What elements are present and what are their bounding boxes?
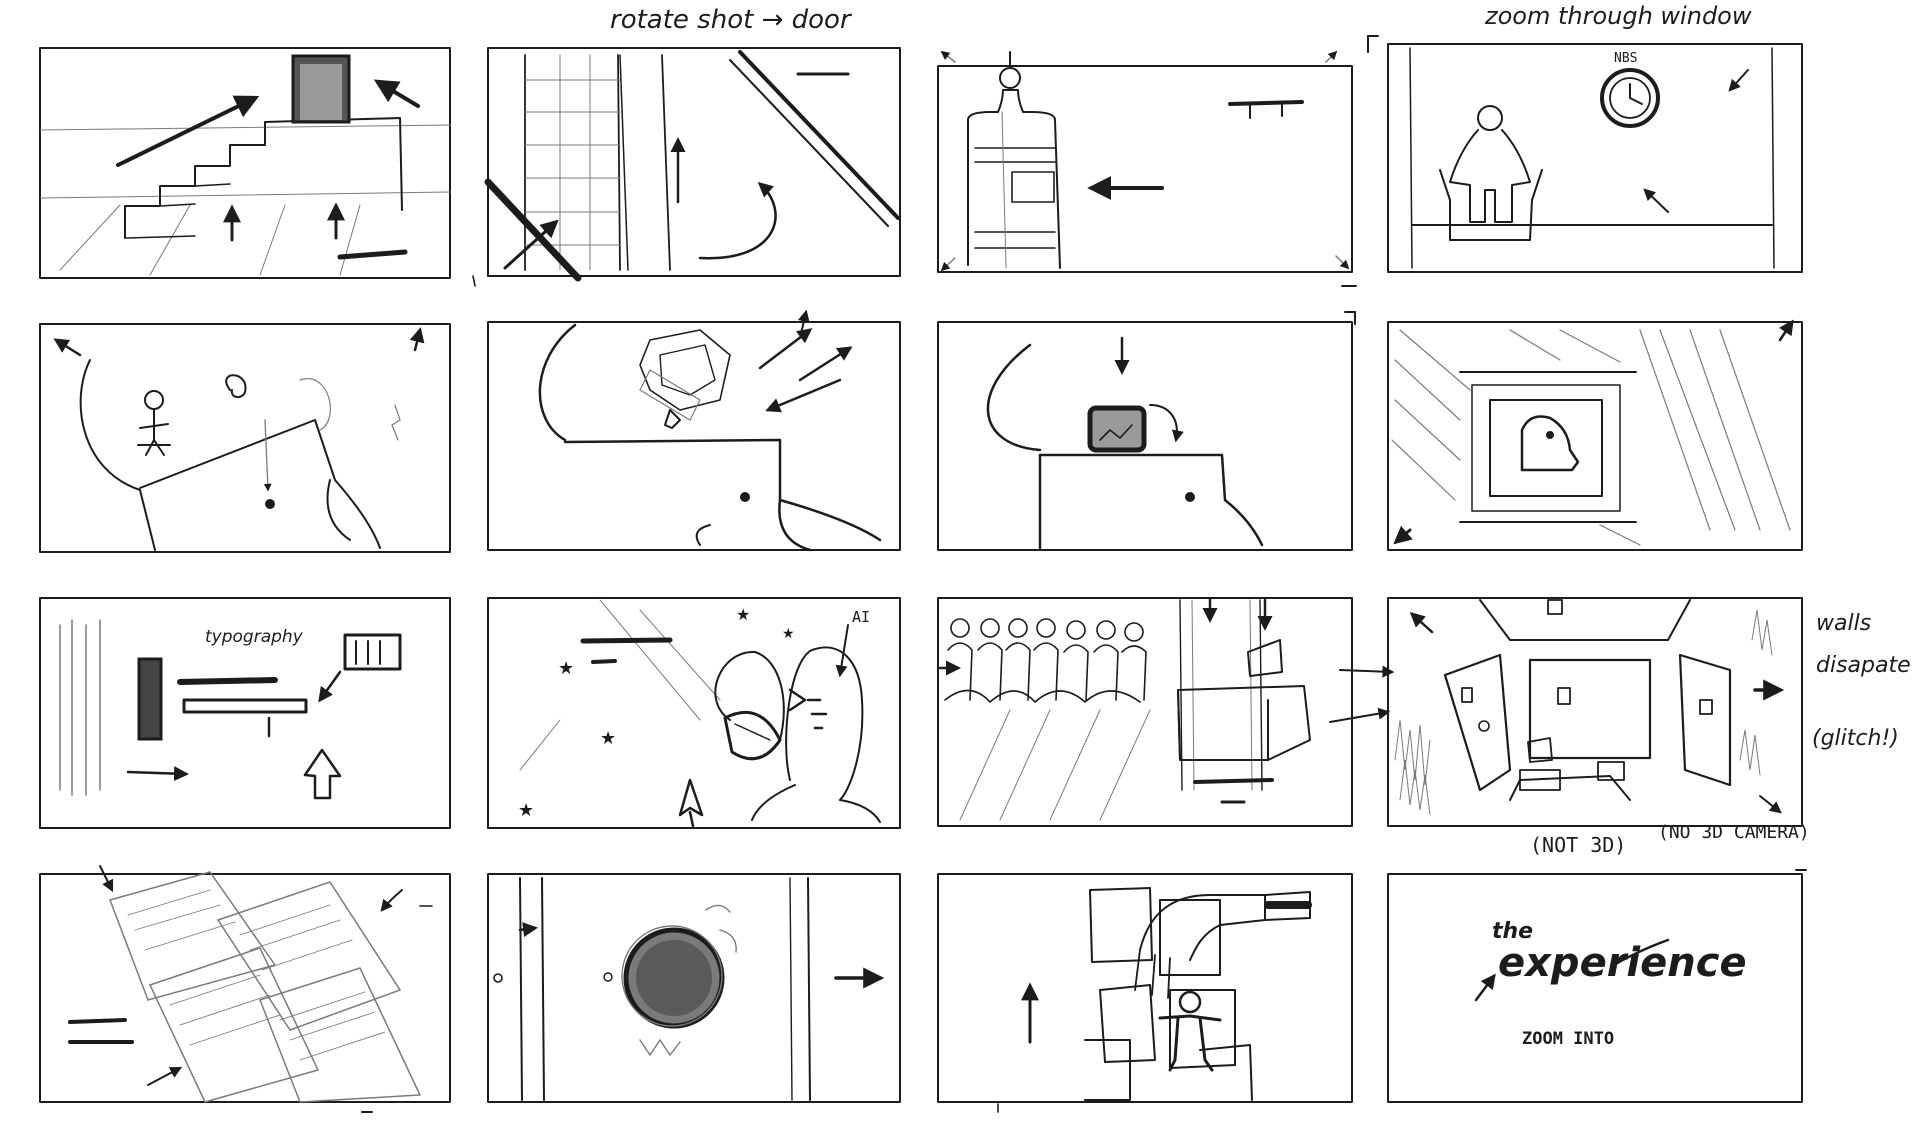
head-profile-box-sketch: [986, 311, 1356, 550]
note-disapate: disapate: [1816, 653, 1911, 678]
head-profile-explosion-sketch: [538, 309, 882, 552]
note-walls: walls: [1816, 611, 1871, 636]
panel-6: [487, 309, 901, 552]
panel-3: [937, 50, 1353, 273]
typography-ui-sketch: typography: [59, 619, 402, 800]
panel-10: AI ★ ★ ★ ★ ★: [487, 597, 901, 829]
papers-sketch: [68, 865, 433, 1103]
hands-figure-sketch: [1021, 887, 1312, 1101]
star-icon: ★: [600, 728, 616, 749]
typography-label: typography: [205, 627, 304, 647]
note-no-3d-camera: (NO 3D CAMERA): [1658, 822, 1810, 843]
title-small: the: [1492, 919, 1533, 944]
panel-11: [937, 597, 1395, 827]
panel-2: [484, 47, 901, 282]
title-experience: experience: [1498, 940, 1747, 986]
title-card-sketch: the experience ZOOM INTO: [1474, 869, 1807, 1049]
panel-13: [39, 865, 451, 1103]
panel-15: [937, 873, 1353, 1103]
clock-label: NBS: [1614, 51, 1637, 66]
stairs-door-sketch: [39, 54, 451, 276]
dark-orb-sketch: [493, 877, 885, 1101]
note-glitch: (glitch!): [1812, 726, 1899, 751]
panel-1: [39, 47, 451, 279]
ai-label: AI: [852, 608, 870, 626]
faces-ai-sketch: AI ★ ★ ★ ★ ★: [518, 599, 881, 828]
note-rotate-shot: rotate shot → door: [610, 5, 853, 35]
room-walls-sketch: [1394, 599, 1785, 816]
tower-sketch: [940, 50, 1350, 272]
star-icon: ★: [782, 626, 795, 642]
window-frame-sketch: [484, 50, 900, 282]
note-not-3d: (NOT 3D): [1530, 833, 1626, 857]
head-profile-figure-sketch: [53, 327, 425, 551]
panel-7: [937, 311, 1356, 551]
panel-14: [487, 873, 901, 1103]
panel-16: the experience ZOOM INTO: [1387, 869, 1807, 1103]
star-icon: ★: [518, 800, 534, 821]
panel-5: [39, 323, 451, 553]
crowd-box-sketch: [938, 598, 1395, 821]
star-icon: ★: [736, 605, 750, 624]
seated-figure-clock-sketch: NBS: [1409, 47, 1775, 269]
panel-4: NBS: [1387, 43, 1803, 273]
note-zoom-window: zoom through window: [1484, 2, 1752, 30]
zoom-into-label: ZOOM INTO: [1522, 1029, 1614, 1049]
panel-12: [1387, 597, 1803, 827]
tunnel-head-sketch: [1391, 319, 1794, 546]
panel-8: [1387, 319, 1803, 551]
star-icon: ★: [558, 658, 574, 679]
panel-9: typography: [39, 597, 451, 829]
